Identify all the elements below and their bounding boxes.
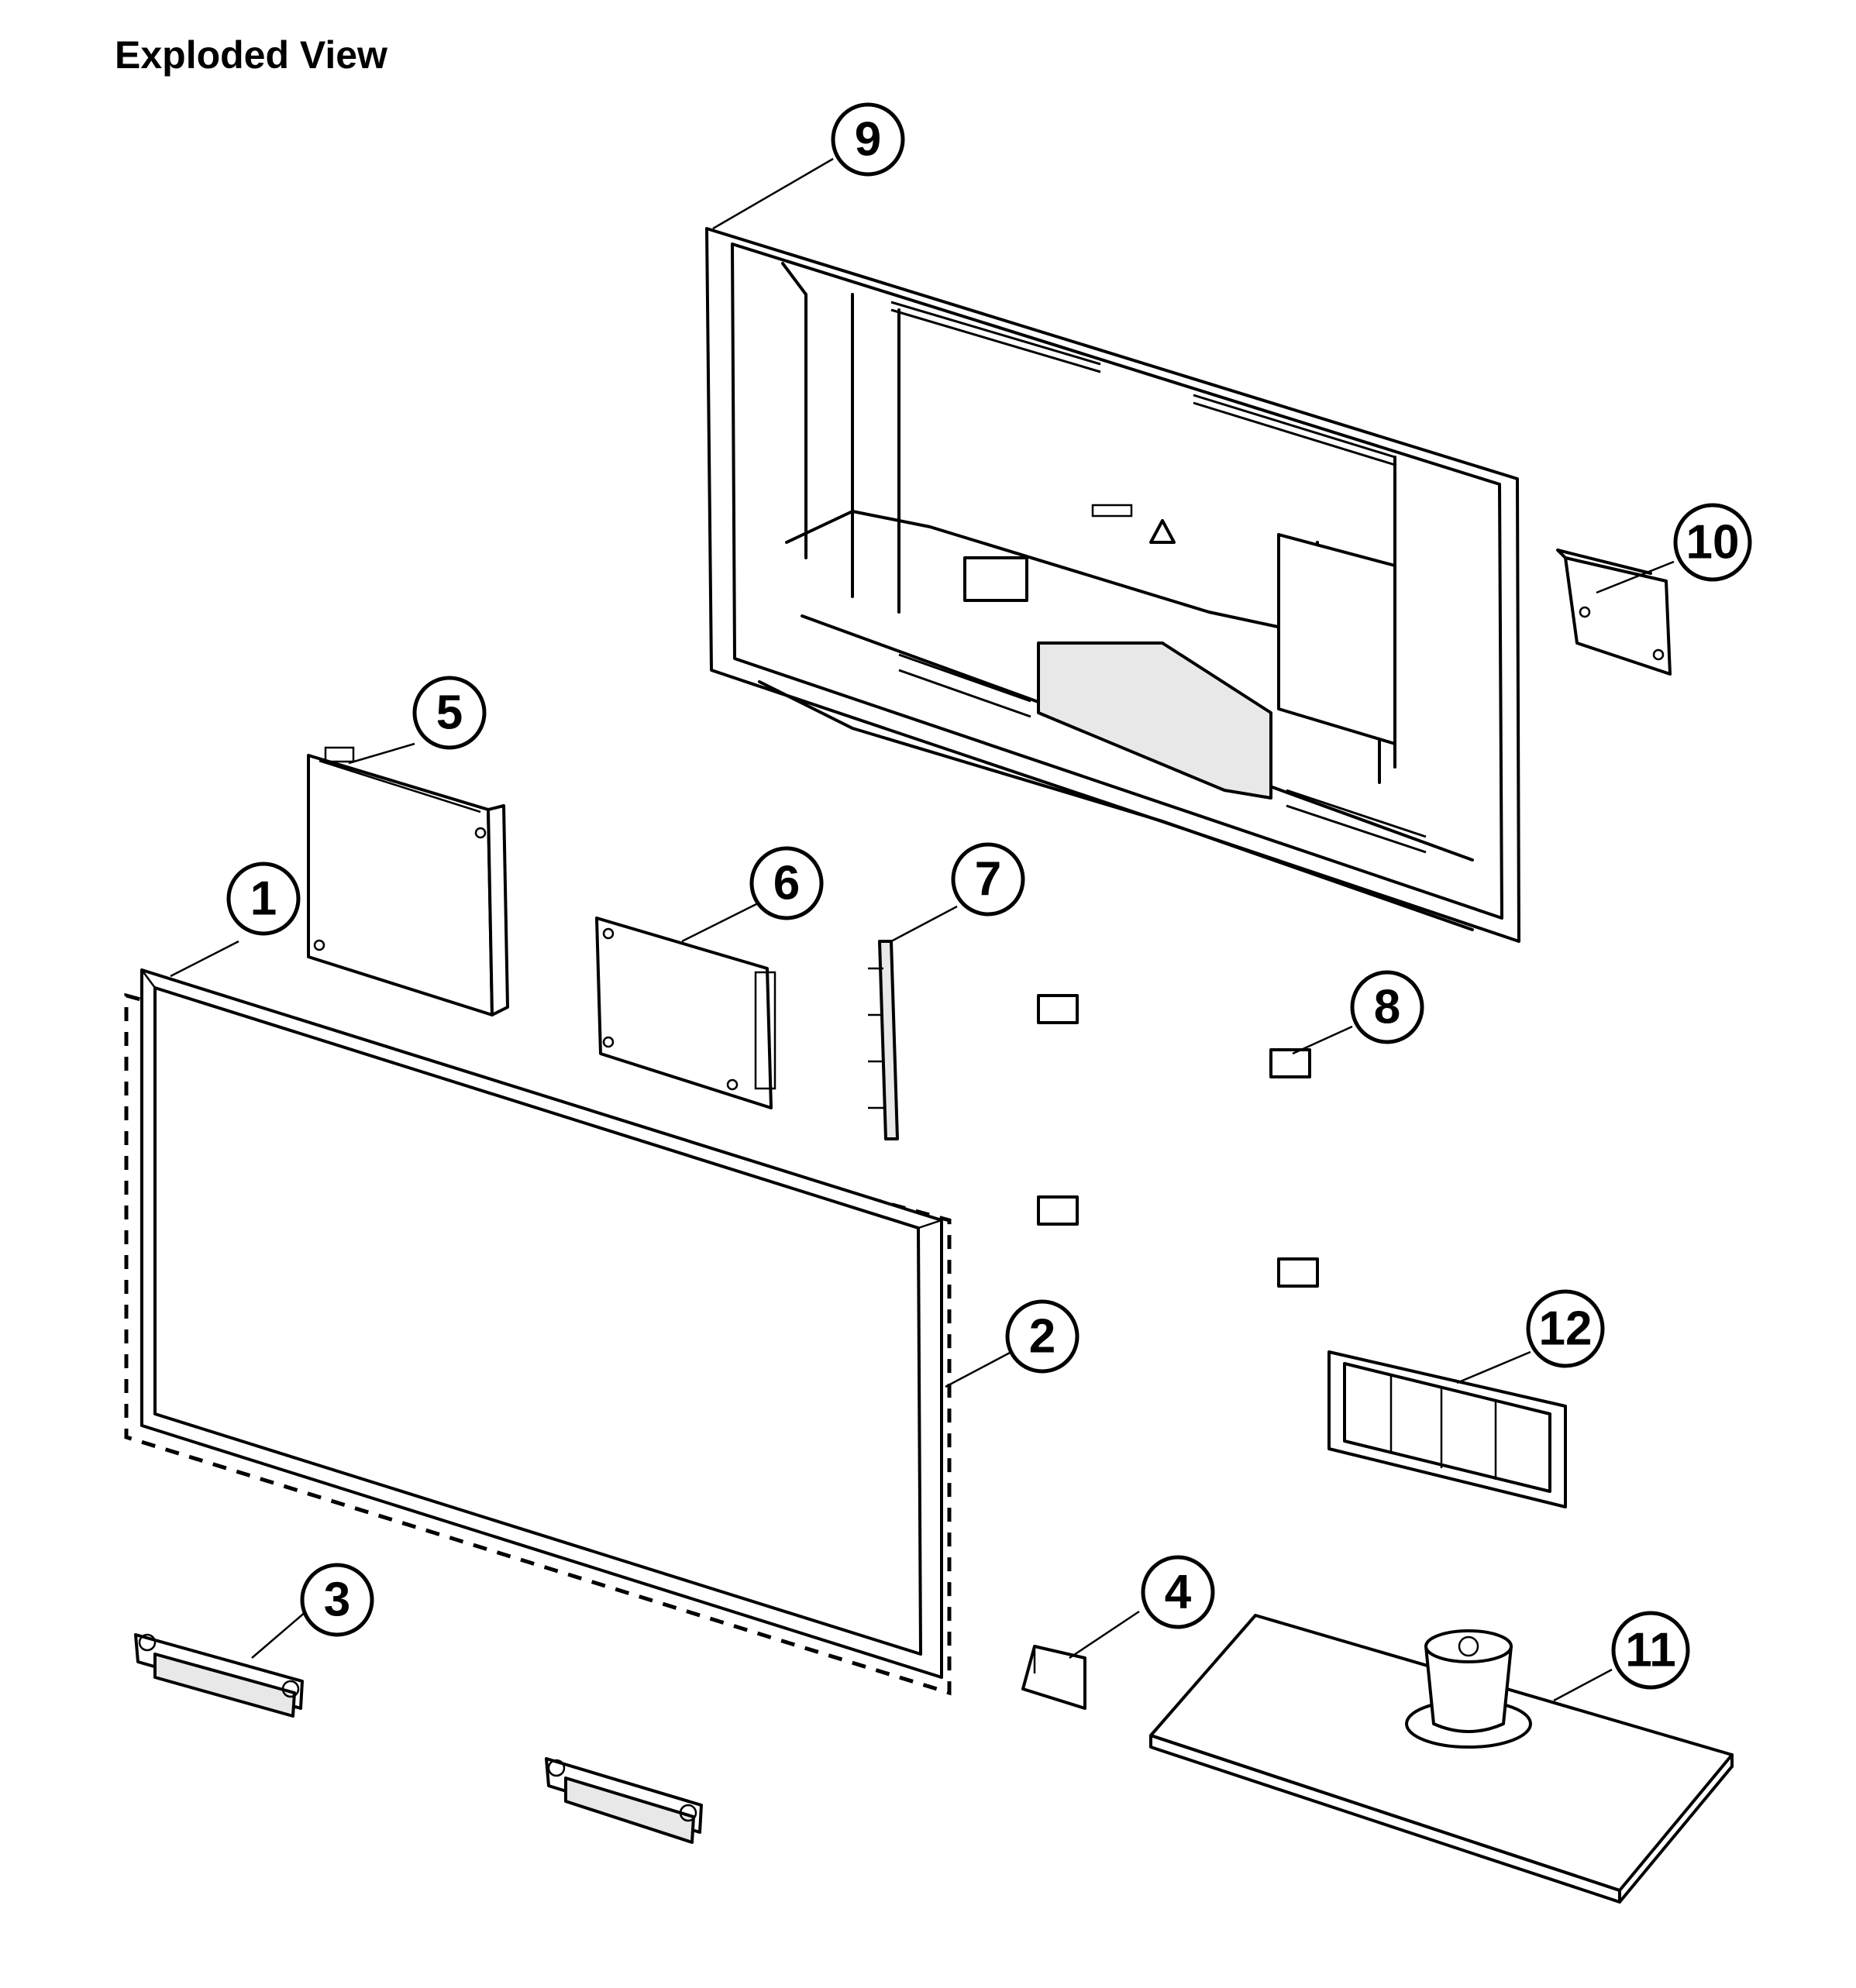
callout-9: 9	[831, 102, 905, 177]
svg-text:2: 2	[1029, 1310, 1055, 1364]
svg-text:7: 7	[975, 853, 1001, 906]
bracket-4	[1021, 1645, 1086, 1710]
svg-text:11: 11	[1625, 1624, 1676, 1677]
callout-5: 5	[412, 676, 487, 750]
warning-triangle-icon	[1149, 519, 1176, 544]
vent-slots	[890, 301, 1427, 854]
svg-text:6: 6	[773, 857, 800, 910]
callout-2: 2	[1005, 1299, 1080, 1374]
svg-text:5: 5	[436, 686, 463, 740]
callout-10: 10	[1673, 503, 1752, 582]
rear-cover	[705, 227, 1520, 943]
leader-lines	[170, 157, 1675, 1702]
svg-text:4: 4	[1165, 1566, 1192, 1619]
callout-3: 3	[300, 1563, 374, 1637]
callout-12: 12	[1526, 1289, 1605, 1368]
clip-8	[1037, 994, 1319, 1288]
strip-7	[868, 940, 899, 1140]
callout-4: 4	[1141, 1555, 1215, 1629]
svg-text:12: 12	[1539, 1302, 1593, 1356]
svg-text:9: 9	[855, 113, 881, 167]
svg-text:3: 3	[324, 1574, 350, 1627]
svg-text:8: 8	[1374, 981, 1400, 1034]
power-board	[307, 746, 509, 1016]
speaker-3	[134, 1633, 703, 1844]
svg-text:10: 10	[1686, 516, 1740, 569]
callout-1: 1	[226, 862, 301, 936]
page-title: Exploded View	[115, 33, 387, 77]
bracket-10	[1556, 549, 1672, 676]
callout-11: 11	[1611, 1611, 1690, 1690]
callout-8: 8	[1350, 970, 1424, 1044]
callout-6: 6	[749, 846, 824, 920]
lcd-panel-assembly	[124, 968, 952, 1696]
callout-7: 7	[951, 842, 1025, 917]
main-board	[595, 917, 776, 1109]
svg-text:1: 1	[250, 872, 277, 926]
stand-neck-cover-12	[1327, 1350, 1567, 1508]
stand-base-11	[1149, 1614, 1734, 1904]
